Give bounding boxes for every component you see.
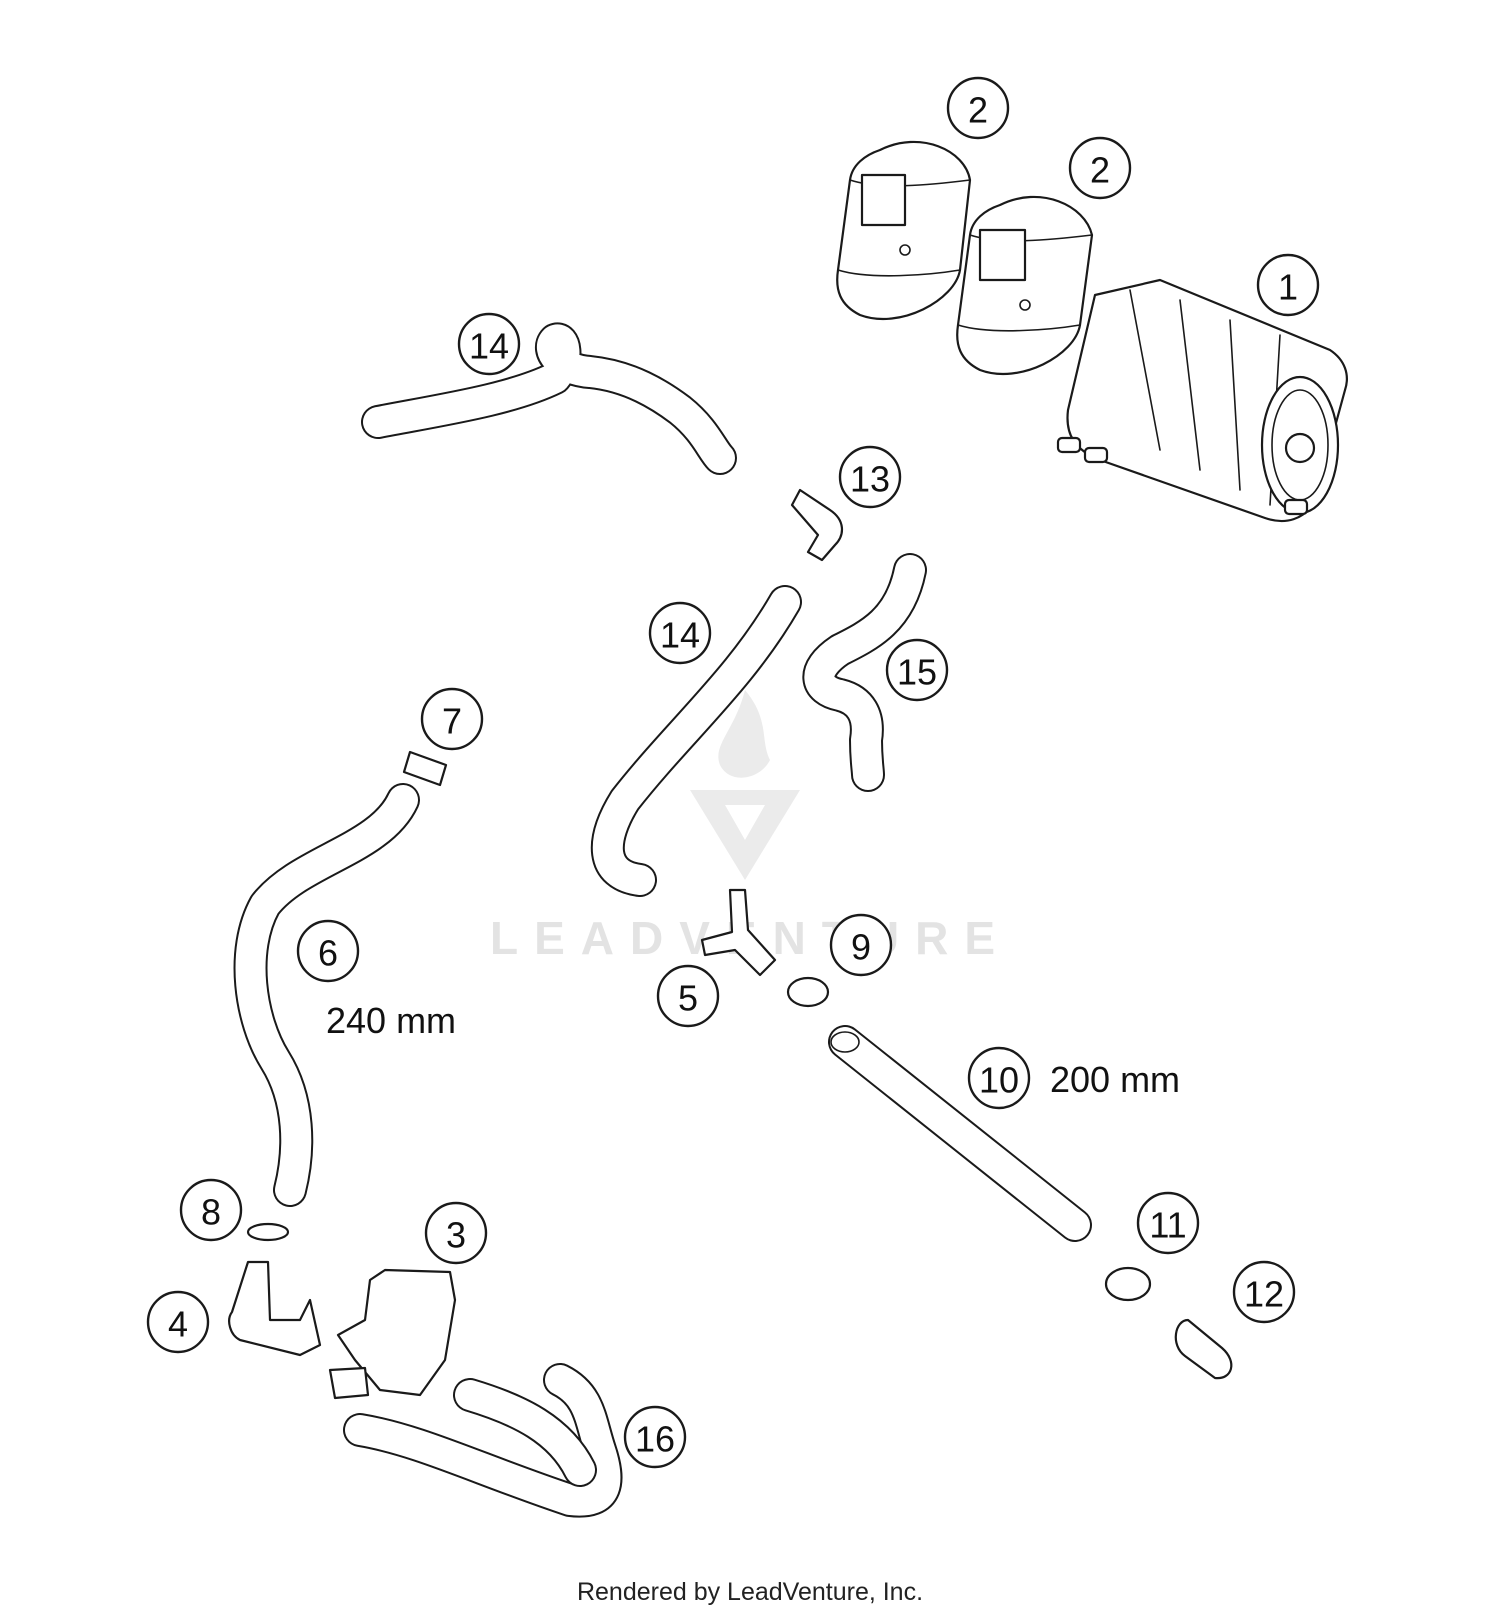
callout-2-b: 2 bbox=[1068, 136, 1132, 200]
part-16-hose bbox=[343, 1363, 623, 1518]
callout-4: 4 bbox=[146, 1290, 210, 1354]
svg-text:13: 13 bbox=[850, 459, 890, 500]
svg-text:7: 7 bbox=[442, 701, 462, 742]
part-4-elbow bbox=[228, 1260, 322, 1357]
callout-10: 10 bbox=[967, 1046, 1031, 1110]
svg-text:15: 15 bbox=[897, 652, 937, 693]
callout-11: 11 bbox=[1136, 1191, 1200, 1255]
svg-text:5: 5 bbox=[678, 978, 698, 1019]
svg-text:12: 12 bbox=[1244, 1274, 1284, 1315]
dimension-hose-10: 200 mm bbox=[1050, 1059, 1180, 1100]
part-14-hose-upper bbox=[361, 322, 737, 475]
callout-16: 16 bbox=[623, 1405, 687, 1469]
svg-text:2: 2 bbox=[968, 90, 988, 131]
svg-text:14: 14 bbox=[469, 326, 509, 367]
part-10-hose bbox=[828, 1025, 1092, 1242]
svg-text:10: 10 bbox=[979, 1060, 1019, 1101]
svg-text:2: 2 bbox=[1090, 150, 1110, 191]
part-2-clamp-right bbox=[956, 195, 1094, 376]
dimension-hose-6: 240 mm bbox=[326, 1000, 456, 1041]
svg-text:8: 8 bbox=[201, 1192, 221, 1233]
callout-1: 1 bbox=[1256, 253, 1320, 317]
watermark: LEADVENTURE bbox=[490, 690, 995, 964]
part-14-hose-lower bbox=[590, 585, 802, 897]
watermark-v-icon bbox=[690, 790, 800, 880]
callout-8: 8 bbox=[179, 1178, 243, 1242]
part-15-hose bbox=[802, 553, 927, 792]
svg-text:4: 4 bbox=[168, 1304, 188, 1345]
svg-text:11: 11 bbox=[1149, 1205, 1186, 1246]
part-13-elbow bbox=[790, 488, 843, 562]
part-3-valve bbox=[328, 1268, 457, 1400]
part-2-clamp-left bbox=[836, 140, 972, 321]
callout-12: 12 bbox=[1232, 1260, 1296, 1324]
callout-14-b: 14 bbox=[648, 601, 712, 665]
callout-5: 5 bbox=[656, 964, 720, 1028]
footer-credit: Rendered by LeadVenture, Inc. bbox=[576, 1578, 924, 1606]
part-1-canister bbox=[1056, 278, 1348, 522]
svg-text:6: 6 bbox=[318, 933, 338, 974]
part-5-tee bbox=[700, 888, 777, 977]
part-7-ring bbox=[402, 750, 448, 787]
part-8-clamp bbox=[246, 1222, 290, 1242]
watermark-flame-icon bbox=[718, 690, 770, 778]
callout-13: 13 bbox=[838, 445, 902, 509]
svg-text:1: 1 bbox=[1278, 267, 1298, 308]
callout-9: 9 bbox=[829, 913, 893, 977]
part-9-clamp bbox=[786, 976, 830, 1008]
callout-7: 7 bbox=[420, 687, 484, 751]
callout-2-a: 2 bbox=[946, 76, 1010, 140]
callout-14-a: 14 bbox=[457, 312, 521, 376]
part-6-hose bbox=[233, 783, 420, 1207]
svg-text:3: 3 bbox=[446, 1215, 466, 1256]
part-11-clamp bbox=[1104, 1266, 1152, 1302]
svg-text:14: 14 bbox=[660, 615, 700, 656]
callout-6: 6 bbox=[296, 919, 360, 983]
callout-15: 15 bbox=[885, 638, 949, 702]
svg-text:16: 16 bbox=[635, 1419, 675, 1460]
callout-3: 3 bbox=[424, 1201, 488, 1265]
part-12-plug bbox=[1174, 1318, 1233, 1380]
svg-text:9: 9 bbox=[851, 927, 871, 968]
